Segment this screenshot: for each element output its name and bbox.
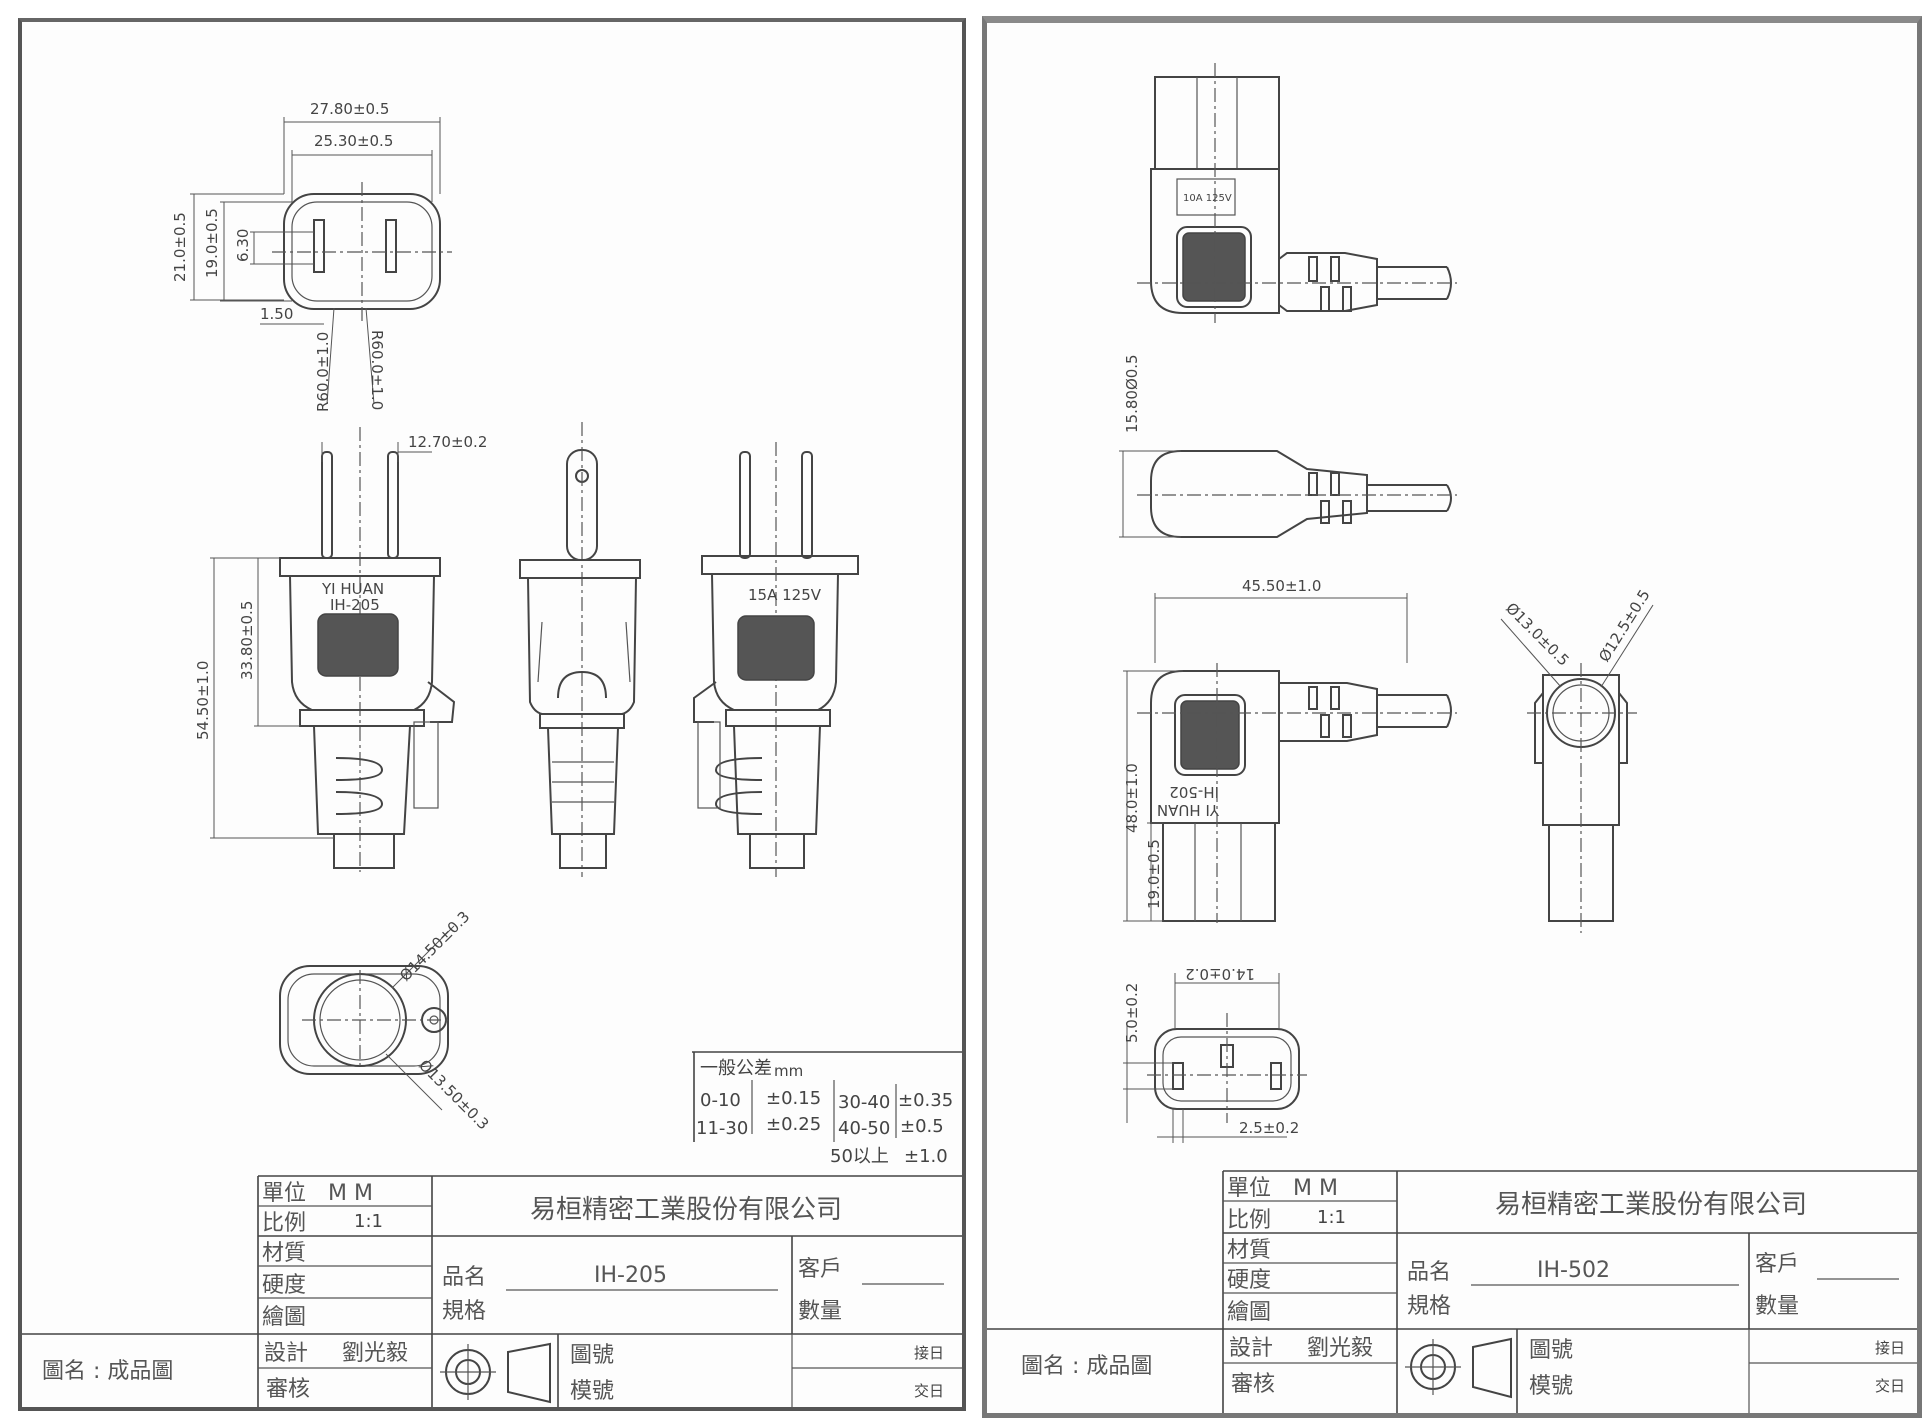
plug-bottom-view: Ø14.50±0.3 Ø13.50±0.3 — [279, 908, 492, 1133]
title-block: 單位 M M 比例 1:1 材質 硬度 繪圖 設計 劉光毅 審核 易桓精密工業股… — [22, 1175, 962, 1407]
tol-range-4: 40-50 — [838, 1118, 890, 1139]
mold-number-label: 模號 — [570, 1379, 614, 1404]
part-number: IH-205 — [594, 1263, 667, 1288]
part-label: 品名 — [442, 1265, 486, 1290]
unit-value: M M — [328, 1181, 373, 1206]
dim-blade-thickness: 1.50 — [260, 305, 293, 323]
company-name: 易桓精密工業股份有限公司 — [530, 1195, 842, 1225]
dim-dia-outer: Ø14.50±0.3 — [396, 908, 473, 985]
title-block: 單位 M M 比例 1:1 材質 硬度 繪圖 設計 劉光毅 審核 易桓精密工業股… — [987, 1170, 1917, 1413]
part-label: 品名 — [1407, 1260, 1451, 1285]
unit-label: 單位 — [1227, 1176, 1271, 1201]
part-number: IH-502 — [1537, 1258, 1610, 1283]
designer-name: 劉光毅 — [1307, 1336, 1373, 1361]
company-name: 易桓精密工業股份有限公司 — [1495, 1190, 1807, 1220]
tol-value-3: ±0.35 — [898, 1090, 953, 1111]
tol-value-4: ±0.5 — [900, 1116, 944, 1137]
material-label: 材質 — [1227, 1238, 1271, 1263]
mold-number-label: 模號 — [1529, 1374, 1573, 1399]
drawing-sheet-ih-502: 10A 125V 15.80Ø0.5 45.50±1.0 YI HUAN IH-… — [982, 16, 1922, 1418]
scale-label: 比例 — [262, 1211, 306, 1236]
drawing-number-label: 圖號 — [570, 1343, 614, 1368]
drawing-name: 圖名 : 成品圖 — [42, 1359, 173, 1384]
dim-overall-height: 21.0±0.5 — [171, 212, 189, 282]
tol-value-2: ±0.25 — [766, 1114, 821, 1135]
drawn-label: 繪圖 — [262, 1305, 306, 1330]
dim-dia-a: Ø13.0±0.5 — [1502, 599, 1572, 669]
drawing-number-label: 圖號 — [1529, 1338, 1573, 1363]
design-label: 設計 — [1229, 1336, 1273, 1361]
dim-body-length: 33.80±0.5 — [238, 601, 256, 680]
tolerance-table: 一般公差 mm 0-10 ±0.15 11-30 ±0.25 30-40 ±0.… — [692, 1051, 962, 1167]
tol-value-5: ±1.0 — [904, 1146, 948, 1167]
tolerance-unit: mm — [774, 1062, 803, 1080]
review-label: 審核 — [266, 1377, 310, 1402]
drawing-ih-502: 10A 125V 15.80Ø0.5 45.50±1.0 YI HUAN IH-… — [987, 63, 1917, 1413]
deliver-date-label: 交日 — [914, 1382, 944, 1400]
marking-model: IH-502 — [1169, 783, 1219, 801]
dim-dia-b: Ø12.5±0.5 — [1595, 586, 1654, 665]
tolerance-title: 一般公差 — [700, 1058, 772, 1079]
tol-range-2: 11-30 — [696, 1118, 748, 1139]
dim-inner-height: 19.0±0.5 — [203, 208, 221, 278]
unit-label: 單位 — [262, 1181, 306, 1206]
dim-radius-left: R60.0±1.0 — [314, 332, 332, 412]
plug-front-view: YI HUAN IH-205 33.80±0.5 54.50±1.0 12.70… — [194, 427, 487, 872]
scale-value: 1:1 — [1317, 1207, 1346, 1228]
review-label: 審核 — [1231, 1372, 1275, 1397]
quantity-label: 數量 — [798, 1299, 842, 1324]
connector-end-view: Ø13.0±0.5 Ø12.5±0.5 — [1500, 586, 1654, 933]
marking-rating: 10A 125V — [1183, 193, 1232, 204]
deliver-date-label: 交日 — [1875, 1377, 1905, 1395]
connector-front-view: 45.50±1.0 YI HUAN IH-502 48.0±1.0 19.0±0… — [1123, 577, 1457, 923]
connector-side-view: 15.80Ø0.5 — [1119, 354, 1457, 538]
designer-name: 劉光毅 — [342, 1341, 408, 1366]
quantity-label: 數量 — [1755, 1294, 1799, 1319]
dim-blade-spacing: 6.30 — [234, 229, 252, 262]
drawn-label: 繪圖 — [1227, 1300, 1271, 1325]
scale-value: 1:1 — [354, 1211, 383, 1232]
spec-label: 規格 — [1407, 1294, 1451, 1319]
marking-rating: 15A 125V — [748, 586, 822, 604]
dim-inner-width: 25.30±0.5 — [314, 132, 393, 150]
design-label: 設計 — [264, 1341, 308, 1366]
dim-socket-height: 5.0±0.2 — [1123, 983, 1141, 1043]
customer-label: 客戶 — [1755, 1252, 1799, 1277]
dim-height-lower: 19.0±0.5 — [1145, 839, 1163, 909]
tol-range-1: 0-10 — [700, 1090, 741, 1111]
scale-label: 比例 — [1227, 1208, 1271, 1233]
hardness-label: 硬度 — [1227, 1268, 1271, 1293]
socket-face-view: 14.0±0.2 5.0±0.2 2.5±0.2 — [1123, 965, 1307, 1143]
dim-height-a: 15.80Ø0.5 — [1123, 354, 1141, 433]
dim-pin-pitch: 12.70±0.2 — [408, 433, 487, 451]
dim-height-total: 48.0±1.0 — [1123, 763, 1141, 833]
hardness-label: 硬度 — [262, 1273, 306, 1298]
receive-date-label: 接日 — [914, 1344, 944, 1362]
customer-label: 客戶 — [798, 1257, 842, 1282]
drawing-sheet-ih-205: 27.80±0.5 25.30±0.5 21.0±0.5 19.0±0.5 6.… — [18, 18, 966, 1411]
spec-label: 規格 — [442, 1299, 486, 1324]
drawing-ih-205: 27.80±0.5 25.30±0.5 21.0±0.5 19.0±0.5 6.… — [22, 100, 962, 1407]
plug-face-view — [272, 182, 452, 405]
dim-length: 45.50±1.0 — [1242, 577, 1321, 595]
plug-rear-view: 15A 125V — [693, 442, 859, 877]
plug-side-view — [519, 422, 641, 877]
face-dimensions: 27.80±0.5 25.30±0.5 21.0±0.5 19.0±0.5 6.… — [171, 100, 441, 412]
dim-slot-width: 2.5±0.2 — [1239, 1119, 1299, 1137]
receive-date-label: 接日 — [1875, 1339, 1905, 1357]
connector-top-view: 10A 125V — [1137, 63, 1457, 323]
tol-value-1: ±0.15 — [766, 1088, 821, 1109]
tol-range-3: 30-40 — [838, 1092, 890, 1113]
marking-brand: YI HUAN — [1157, 801, 1220, 819]
dim-radius-right: R60.0±1.0 — [368, 330, 386, 410]
marking-model: IH-205 — [330, 596, 380, 614]
marking-brand: YI HUAN — [321, 580, 384, 598]
unit-value: M M — [1293, 1176, 1338, 1201]
tol-range-5: 50以上 — [830, 1146, 889, 1167]
dim-overall-width: 27.80±0.5 — [310, 100, 389, 118]
drawing-name: 圖名 : 成品圖 — [1021, 1354, 1152, 1379]
dim-socket-width: 14.0±0.2 — [1185, 965, 1255, 983]
material-label: 材質 — [262, 1241, 306, 1266]
dim-total-length: 54.50±1.0 — [194, 661, 212, 740]
